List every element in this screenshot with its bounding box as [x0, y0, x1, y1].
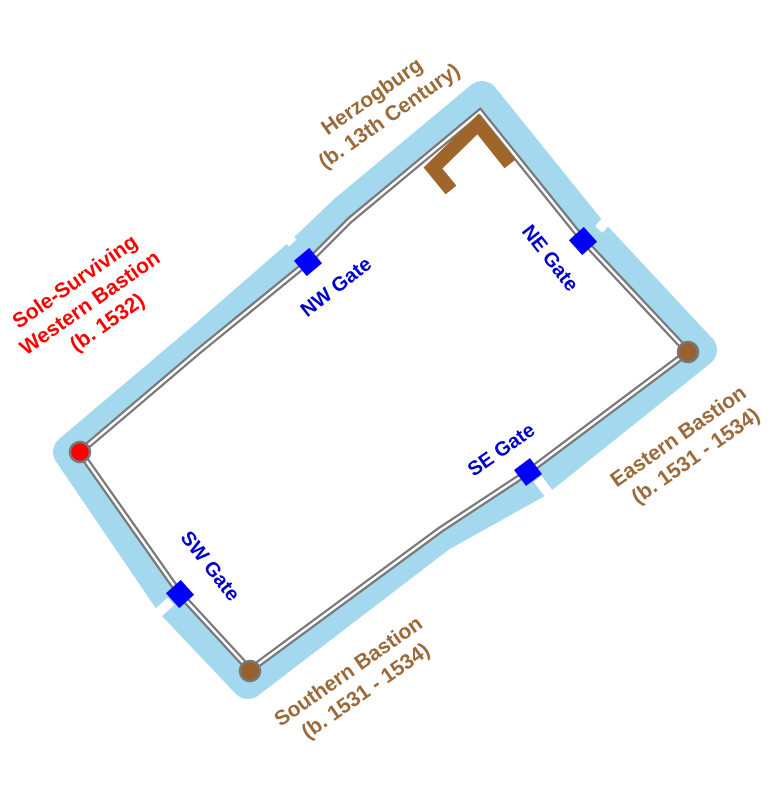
moat [53, 81, 717, 699]
moat-gaps [143, 203, 623, 627]
nw-gate-marker [293, 247, 323, 277]
fortress-interior [80, 112, 688, 670]
southern-bastion-marker [238, 659, 262, 683]
se-gate-marker [513, 457, 543, 487]
herzogburg-castle [423, 113, 516, 195]
sw-gate-marker [165, 579, 195, 609]
western-bastion-marker [68, 440, 92, 464]
ne-gate-marker [568, 226, 598, 256]
eastern-bastion-marker [676, 340, 700, 364]
